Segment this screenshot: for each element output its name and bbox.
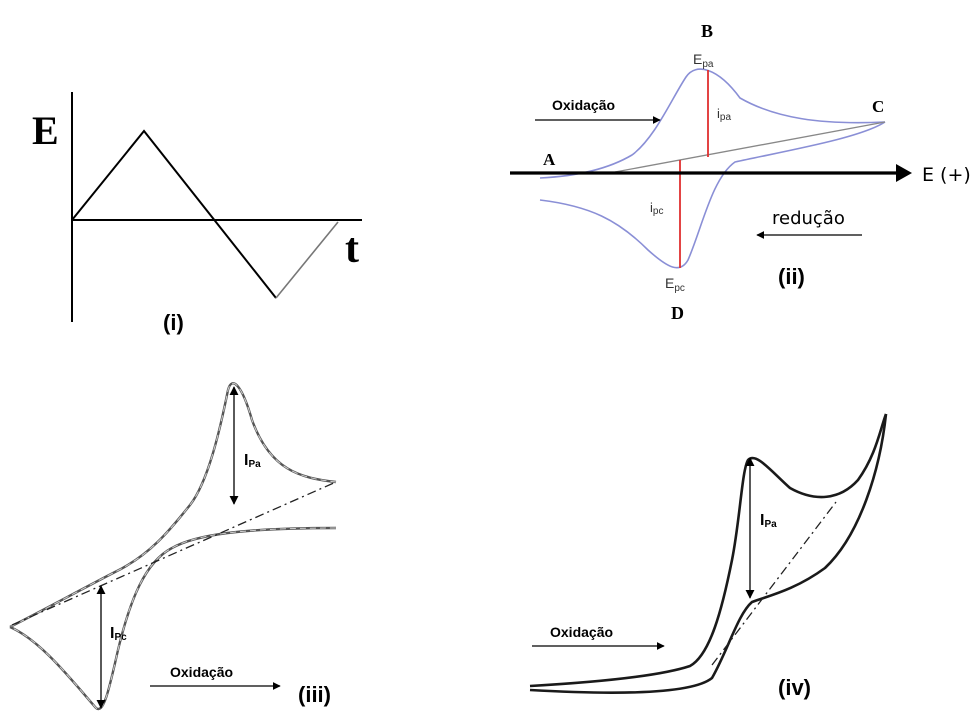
panel-ii-ipa-label: ipa (717, 106, 731, 123)
panel-ii-epa-label: Epa (693, 51, 714, 70)
panel-i-return-segment (275, 221, 339, 299)
panel-i-x-label: t (345, 226, 359, 272)
panel-iv-voltammogram: IPa Oxidação (iv) (529, 413, 888, 700)
panel-iii-ipc-label: IPc (110, 625, 127, 643)
panel-iii-anodic-branch-highlight (9, 382, 337, 628)
panel-iv-label: (iv) (778, 675, 811, 700)
panel-ii-e-axis-arrowhead (896, 164, 912, 182)
panel-ii-point-a: A (543, 150, 556, 169)
panel-ii-epc-label: Epc (665, 275, 685, 294)
panel-iv-oxidation-label: Oxidação (550, 624, 613, 640)
panel-i-label: (i) (163, 310, 184, 335)
panel-iii-oxidation-label: Oxidação (170, 664, 233, 680)
panel-iv-cathodic-branch (529, 413, 888, 695)
panel-iii-cathodic-branch-highlight (9, 527, 337, 710)
panel-ii-voltammogram: E (+) B A C D Epa Epc ipa ipc Oxidação r… (510, 21, 971, 323)
panel-ii-point-b: B (701, 21, 713, 41)
panel-ii-oxidation-label: Oxidação (552, 97, 615, 113)
panel-ii-reduction-label: redução (772, 208, 845, 229)
panel-ii-label: (ii) (778, 264, 805, 289)
panel-ii-anodic-branch (539, 68, 886, 179)
panel-ii-baseline (614, 121, 886, 173)
panel-ii-ipc-label: ipc (650, 200, 663, 217)
panel-iii-voltammogram: IPa IPc Oxidação (iii) (9, 382, 337, 711)
panel-iii-ipa-label: IPa (244, 452, 261, 470)
panel-ii-point-c: C (872, 97, 884, 116)
panel-iii-anodic-branch (9, 382, 337, 629)
panel-iii-label: (iii) (298, 682, 331, 707)
panel-iv-baseline (711, 501, 837, 666)
panel-ii-cathodic-branch (539, 121, 886, 269)
panel-ii-point-d: D (671, 303, 684, 323)
panel-iv-anodic-branch (529, 413, 888, 688)
panel-i-y-label: E (32, 108, 59, 153)
panel-ii-axis-label: E (+) (922, 164, 971, 186)
panel-iv-ipa-label: IPa (760, 512, 777, 530)
panel-i-triangle-wave (71, 129, 277, 299)
panel-iii-cathodic-branch (9, 526, 337, 711)
panel-i-potential-waveform: E t (i) (32, 92, 362, 335)
panel-iii-baseline (11, 481, 337, 626)
